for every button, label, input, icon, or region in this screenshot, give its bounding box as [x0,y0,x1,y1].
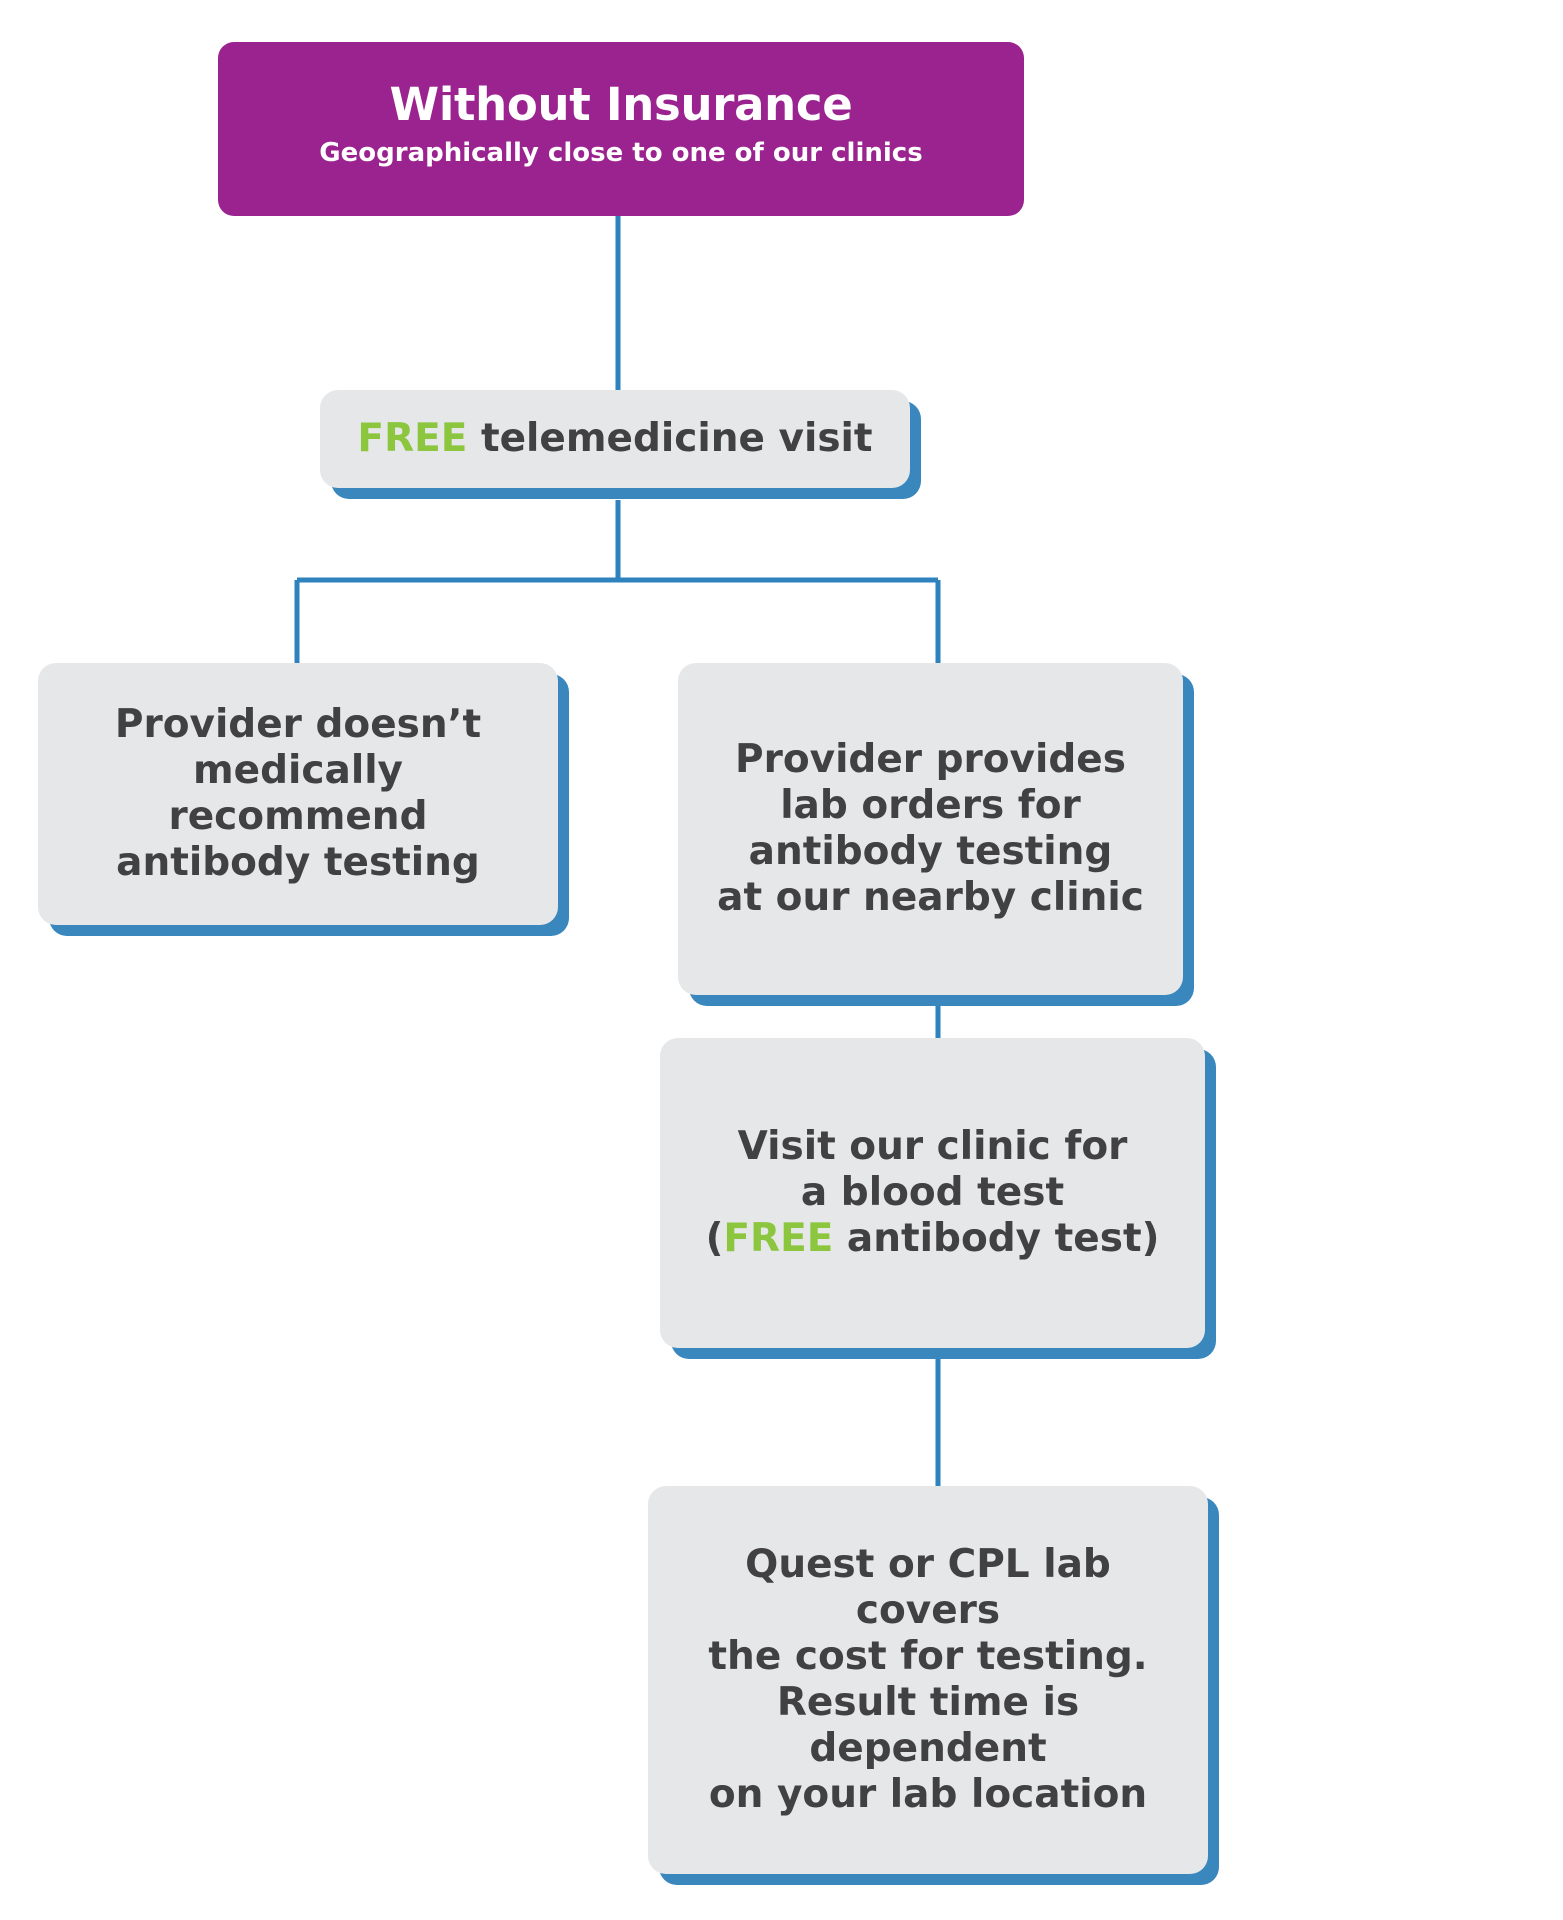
node-lab-orders-line1: Provider provides [735,736,1126,782]
node-telemedicine-rest: telemedicine visit [467,415,873,461]
node-visit-clinic: Visit our clinic for a blood test (FREE … [660,1038,1205,1348]
free-highlight-antibody-test: FREE [723,1216,834,1261]
node-visit-clinic-line3-suffix: antibody test) [833,1216,1160,1261]
node-lab-orders-line3: antibody testing [748,829,1113,874]
node-lab-cost-line3: Result time is dependent [776,1680,1080,1772]
node-visit-clinic-line2: a blood test [800,1169,1065,1215]
page-title: Without Insurance [389,77,853,131]
node-visit-clinic-line1: Visit our clinic for [737,1123,1128,1169]
node-no-recommendation-line1: Provider doesn’t [114,701,482,747]
node-visit-clinic-text: Visit our clinic for a blood test (FREE … [706,1124,1160,1262]
node-no-recommendation: Provider doesn’t medically recommend ant… [38,663,558,925]
node-lab-orders: Provider provides lab orders for antibod… [678,663,1183,995]
node-lab-cost-line4: on your lab location [708,1772,1148,1818]
node-telemedicine-visit: FREE telemedicine visit [320,390,910,488]
node-no-recommendation-line3: antibody testing [116,840,480,886]
node-lab-orders-text: Provider provides lab orders for antibod… [717,737,1144,921]
free-highlight-telemedicine: FREE [357,415,468,461]
header-node: Without Insurance Geographically close t… [218,42,1024,216]
node-lab-orders-line4: at our nearby clinic [717,875,1144,921]
node-lab-cost-line2: the cost for testing. [708,1633,1148,1679]
node-lab-cost: Quest or CPL lab covers the cost for tes… [648,1486,1208,1874]
node-telemedicine-text: FREE telemedicine visit [357,416,872,462]
node-no-recommendation-text: Provider doesn’t medically recommend ant… [64,702,532,886]
node-lab-orders-line2: lab orders for [780,782,1081,828]
node-visit-clinic-line3-prefix: ( [705,1216,724,1261]
node-lab-cost-text: Quest or CPL lab covers the cost for tes… [674,1542,1182,1818]
node-lab-cost-line1: Quest or CPL lab covers [745,1541,1111,1633]
node-no-recommendation-line2: medically recommend [168,747,428,839]
page-subtitle: Geographically close to one of our clini… [319,138,923,169]
